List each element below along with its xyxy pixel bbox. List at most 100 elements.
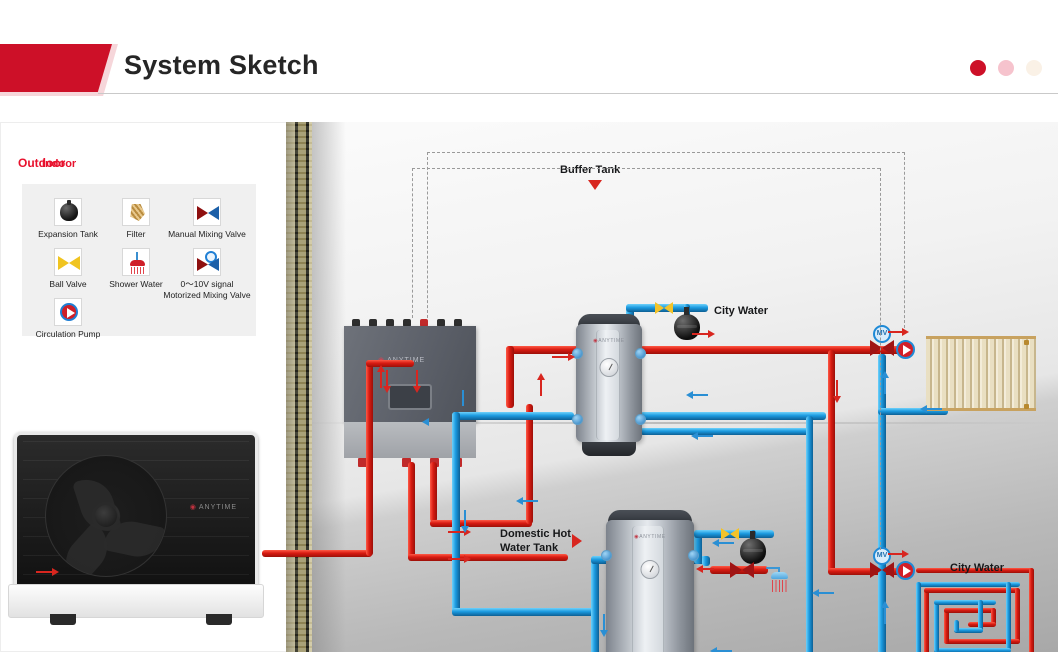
tank-door [632,526,665,652]
flow-arrow-bridge-b [464,555,471,563]
arrow-tail [818,592,834,594]
outdoor-heat-pump-unit: ◉ANYTIME [8,432,264,628]
coil-cold-right [1006,582,1011,650]
dhw-tank-label: Domestic Hot Water Tank [500,528,571,554]
hot-pipe-ctrl-leg-a [408,462,415,560]
ball-valve-buffer-top [655,302,673,314]
fan-hub [95,505,117,527]
shower-water-outlet [764,566,788,594]
coil-cold-top [916,582,1020,587]
header-divider [98,93,1058,94]
arrow-tail [692,333,708,335]
tank-port-hot-in [601,550,612,561]
coil-hot-left2 [944,608,949,644]
cold-pipe-dhw-top-riser [694,530,702,564]
cold-pipe-return-riser-a [806,416,813,652]
arrow-tail [700,568,714,570]
control-wire-left-vertical-b [412,168,413,318]
expansion-tank-icon [54,198,82,226]
flow-arrow-buffer-in [568,353,575,361]
circulation-pump-floor [896,561,915,580]
cold-pipe-mv-riser-top [878,354,886,414]
odu-fan [45,455,167,577]
flow-arrow-dhw-lower [710,647,717,652]
control-wire-left-vertical-a [427,152,428,318]
controller-body: ◉ANYTIME [344,326,476,422]
coil-hot-top [916,568,1034,573]
circulation-pump-icon [54,298,82,326]
coil-cold-right2 [978,600,983,633]
arrow-tail [888,553,902,555]
mixing-valve-actuator-floor: MV [873,547,891,565]
arrow-tail [884,608,886,624]
cold-pipe-return-riser-b [878,354,886,582]
odu-body: ◉ANYTIME [14,432,258,592]
motorized-mixing-valve-floor [870,562,894,578]
dhw-tank-pointer [572,534,582,548]
buffer-tank-pointer [588,180,602,190]
arrow-tail [836,380,838,396]
arrow-tail [926,408,942,410]
motorized-mixing-valve-icon [193,248,221,276]
flow-arrow-mv-rad-signal [902,328,909,336]
arrow-tail [464,510,466,526]
legend-label: Manual Mixing Valve [168,229,246,239]
system-diagram: Outdoor Indoor Expansion Tank Filter Man… [0,122,1058,652]
flow-arrow-dhw-hot-in [696,565,703,573]
arrow-tail [603,614,605,630]
legend-panel: Expansion Tank Filter Manual Mixing Valv… [22,184,256,339]
arrow-tail [380,372,382,388]
flow-arrow-to-buffer [537,373,545,380]
cold-pipe-low-header [452,608,598,616]
tank-brand-logo: ◉ANYTIME [593,338,625,344]
flow-arrow-riser-down-a [383,386,391,393]
header-ribbon [0,44,112,92]
tank-port-cold-out [635,414,646,425]
indoor-label: Indoor [42,158,77,170]
tank-brand-logo: ◉ANYTIME [634,534,666,540]
arrow-tail [718,542,734,544]
legend-item-manual-mixing-valve: Manual Mixing Valve [161,198,253,240]
flow-arrow-riser-up [377,365,385,372]
arrow-tail [716,650,732,652]
hot-pipe-buffer-riser [506,346,514,408]
control-wire-right-vertical-b [880,168,881,550]
hot-pipe-to-buffer [526,404,533,524]
filter-icon [122,198,150,226]
flow-arrow-rad-in [920,405,927,413]
hot-pipe-riser-left [366,360,373,556]
control-wire-top-a [427,152,905,153]
ball-valve-icon [54,248,82,276]
wall-shadow [312,122,346,652]
control-wire-right-vertical-a [904,152,905,328]
city-water-upper-label: City Water [714,305,768,317]
controller-display[interactable] [388,384,432,410]
coil-hot-center [944,608,996,613]
legend-label: Ball Valve [49,279,87,289]
ball-valve-dhw-top [721,528,739,540]
odu-brand-logo: ◉ANYTIME [189,504,237,511]
coil-cold-bottom [934,648,1011,652]
floor-line [286,422,1058,424]
shower-water-icon [122,248,150,276]
legend-label: 0～10V signal Motorized Mixing Valve [163,279,251,300]
controller-ports [352,318,468,328]
control-wire-top-b [412,168,880,169]
manual-mixing-valve-icon [193,198,221,226]
flow-arrow-riser-down-b [413,386,421,393]
flow-arrow-floor-return-up [881,601,889,608]
expansion-tank-buffer [674,307,700,340]
legend-label: Expansion Tank [38,229,98,239]
arrow-tail [448,558,464,560]
hot-pipe-buffer-in [506,346,590,354]
flow-arrow-left-return [516,497,523,505]
hot-pipe-down-to-floor-branch [828,350,835,572]
tank-port-hot-out [635,348,646,359]
legend-item-expansion-tank: Expansion Tank [22,198,114,240]
flow-arrow-dhw-top [712,539,719,547]
flow-arrow-buffer-cold-left [422,418,429,426]
tank-foot [582,442,636,456]
flow-arrow-dhw-drop [600,630,608,637]
arrow-tail [692,394,708,396]
